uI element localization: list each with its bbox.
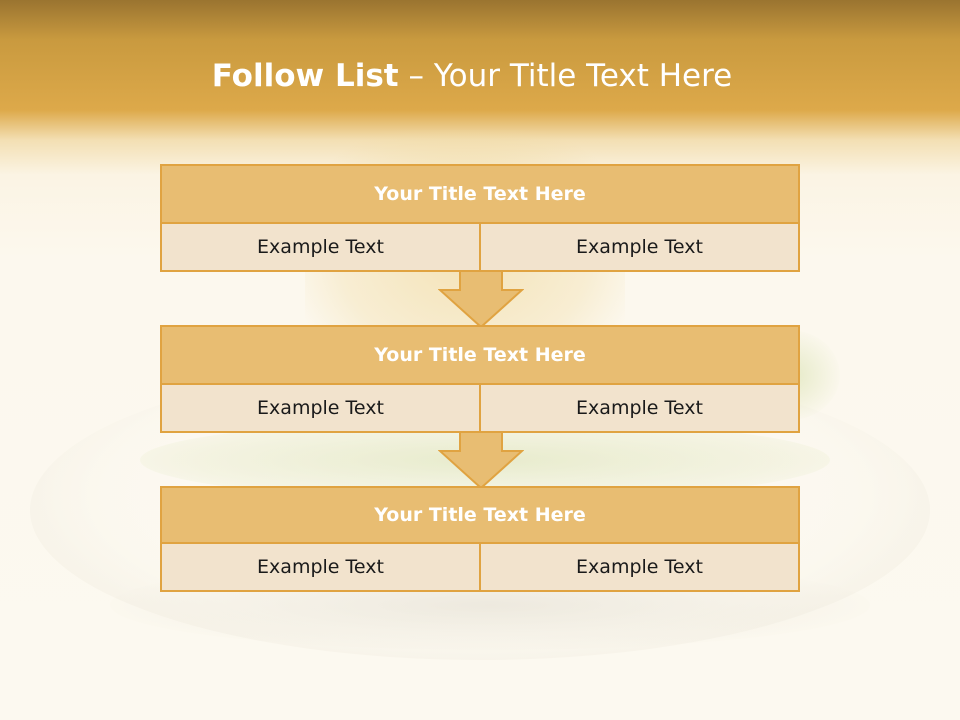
step-row-1: Example Text Example Text [162, 224, 798, 270]
step-block-3: Your Title Text Here Example Text Exampl… [160, 486, 800, 592]
step-cell-left-2: Example Text [162, 385, 479, 431]
step-heading-1: Your Title Text Here [162, 166, 798, 224]
step-row-2: Example Text Example Text [162, 385, 798, 431]
slide-title-rest: – Your Title Text Here [398, 58, 733, 94]
step-row-3: Example Text Example Text [162, 544, 798, 590]
step-cell-right-2: Example Text [479, 385, 798, 431]
slide-title: Follow List – Your Title Text Here [0, 52, 944, 100]
down-arrow-icon-1 [438, 270, 524, 328]
step-cell-left-1: Example Text [162, 224, 479, 270]
step-block-2: Your Title Text Here Example Text Exampl… [160, 325, 800, 433]
step-block-1: Your Title Text Here Example Text Exampl… [160, 164, 800, 272]
step-cell-right-3: Example Text [479, 544, 798, 590]
slide-title-bold: Follow List [211, 58, 399, 94]
step-cell-right-1: Example Text [479, 224, 798, 270]
step-heading-3: Your Title Text Here [162, 488, 798, 544]
step-heading-2: Your Title Text Here [162, 327, 798, 385]
down-arrow-icon-2 [438, 431, 524, 489]
step-cell-left-3: Example Text [162, 544, 479, 590]
